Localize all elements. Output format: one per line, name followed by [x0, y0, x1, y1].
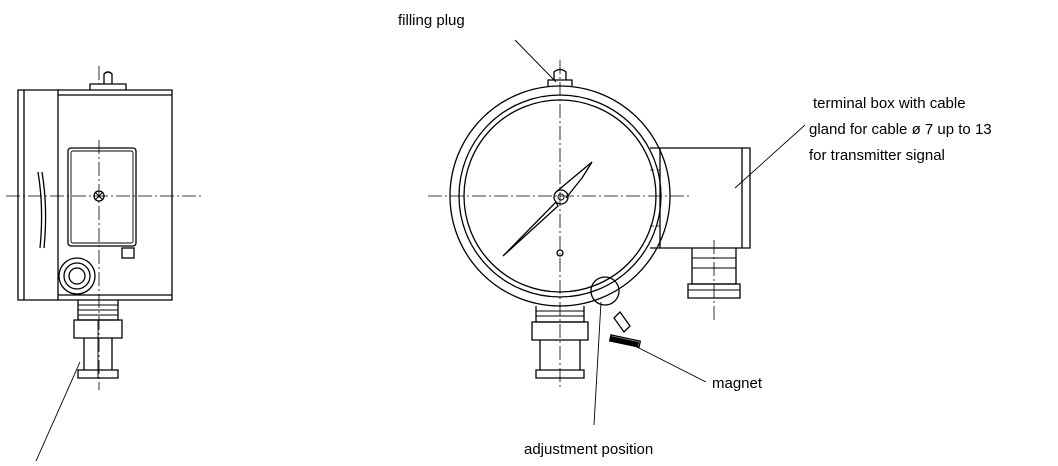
label-terminal-box-line2: gland for cable ø 7 up to 13 — [809, 121, 992, 138]
leader-lines — [514, 39, 806, 426]
gauge-side-view — [6, 66, 202, 462]
label-filling-plug: filling plug — [398, 12, 465, 29]
gauge-front-view — [428, 60, 751, 390]
label-terminal-box-line3: for transmitter signal — [809, 147, 945, 164]
label-adjustment-position: adjustment position — [524, 441, 653, 458]
label-terminal-box-line1: terminal box with cable — [813, 95, 966, 112]
label-magnet: magnet — [712, 375, 763, 392]
